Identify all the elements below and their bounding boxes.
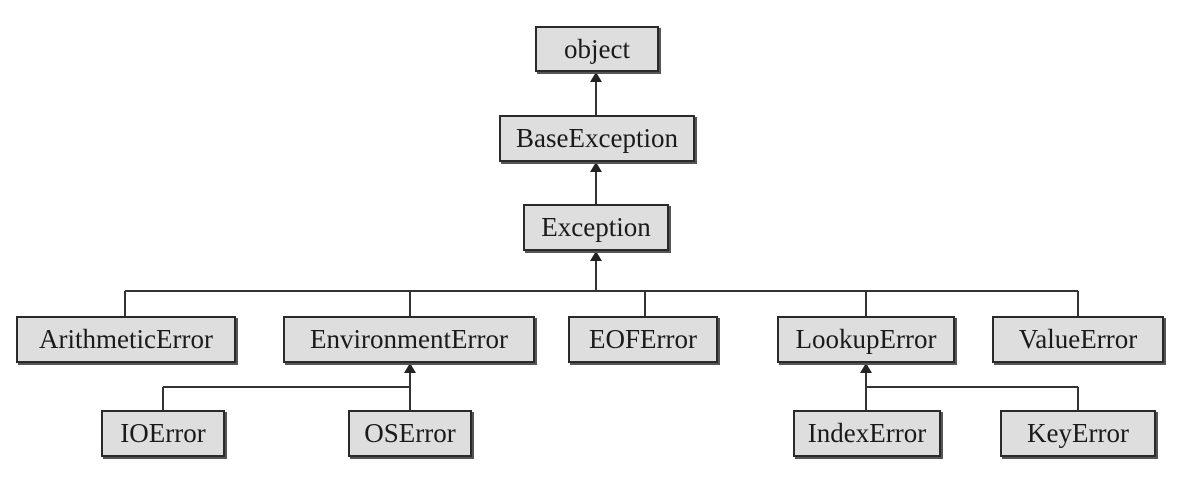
node-key-error: KeyError — [1000, 410, 1156, 457]
node-label: LookupError — [795, 324, 937, 354]
node-label: IndexError — [807, 418, 927, 448]
node-base-exception: BaseException — [499, 115, 695, 162]
node-label: OSError — [364, 418, 456, 448]
node-label: EOFError — [589, 324, 697, 354]
node-label: EnvironmentError — [310, 324, 508, 354]
node-eof-error: EOFError — [568, 316, 718, 363]
node-exception: Exception — [523, 204, 669, 251]
node-value-error: ValueError — [992, 316, 1164, 363]
node-os-error: OSError — [348, 410, 472, 457]
node-label: ArithmeticError — [39, 324, 213, 354]
node-label: BaseException — [516, 123, 678, 153]
node-object: object — [535, 26, 659, 72]
node-environment-error: EnvironmentError — [283, 316, 535, 363]
node-index-error: IndexError — [793, 410, 941, 457]
node-lookup-error: LookupError — [777, 316, 955, 363]
node-label: object — [564, 33, 630, 64]
node-io-error: IOError — [101, 410, 225, 457]
node-label: KeyError — [1027, 418, 1129, 448]
node-label: IOError — [120, 418, 206, 448]
node-label: ValueError — [1018, 324, 1138, 354]
node-label: Exception — [541, 212, 651, 242]
node-arithmetic-error: ArithmeticError — [16, 316, 236, 363]
